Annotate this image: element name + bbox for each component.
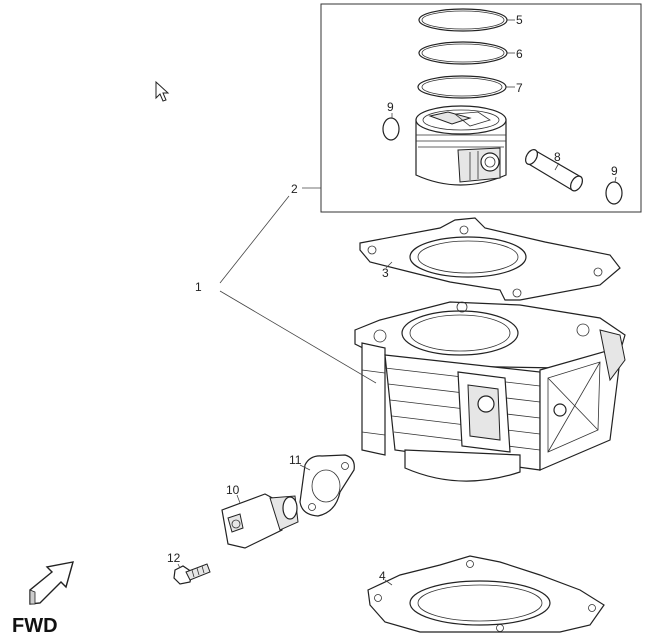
piston-kit-frame xyxy=(320,3,642,213)
forward-arrow-icon xyxy=(29,561,74,605)
callout-11: 11 xyxy=(289,453,302,467)
piston-ring-top xyxy=(418,8,508,32)
cylinder-block xyxy=(354,301,626,482)
bolt xyxy=(173,563,211,585)
callout-7: 7 xyxy=(516,81,523,95)
piston-ring-second xyxy=(418,41,508,65)
piston-ring-oil xyxy=(417,75,507,99)
callout-6: 6 xyxy=(516,47,523,61)
callout-9-right: 9 xyxy=(611,164,618,178)
callout-3: 3 xyxy=(382,266,389,280)
tensioner-gasket xyxy=(299,454,355,517)
fwd-label: FWD xyxy=(12,615,58,637)
head-gasket xyxy=(359,217,621,301)
circlip-right xyxy=(605,181,623,205)
piston xyxy=(415,105,507,186)
callout-12: 12 xyxy=(167,551,181,565)
callout-8: 8 xyxy=(554,150,561,164)
callout-1: 1 xyxy=(195,280,202,294)
base-gasket xyxy=(367,555,605,633)
piston-pin xyxy=(525,149,583,192)
callout-9-left: 9 xyxy=(387,100,394,114)
callout-2: 2 xyxy=(291,182,298,196)
callout-4: 4 xyxy=(379,569,386,583)
circlip-left xyxy=(382,117,400,141)
callout-5: 5 xyxy=(516,13,523,27)
callout-10: 10 xyxy=(226,483,240,497)
chain-tensioner xyxy=(221,493,299,549)
mouse-pointer-icon xyxy=(155,80,170,102)
leader-lines xyxy=(177,19,617,586)
